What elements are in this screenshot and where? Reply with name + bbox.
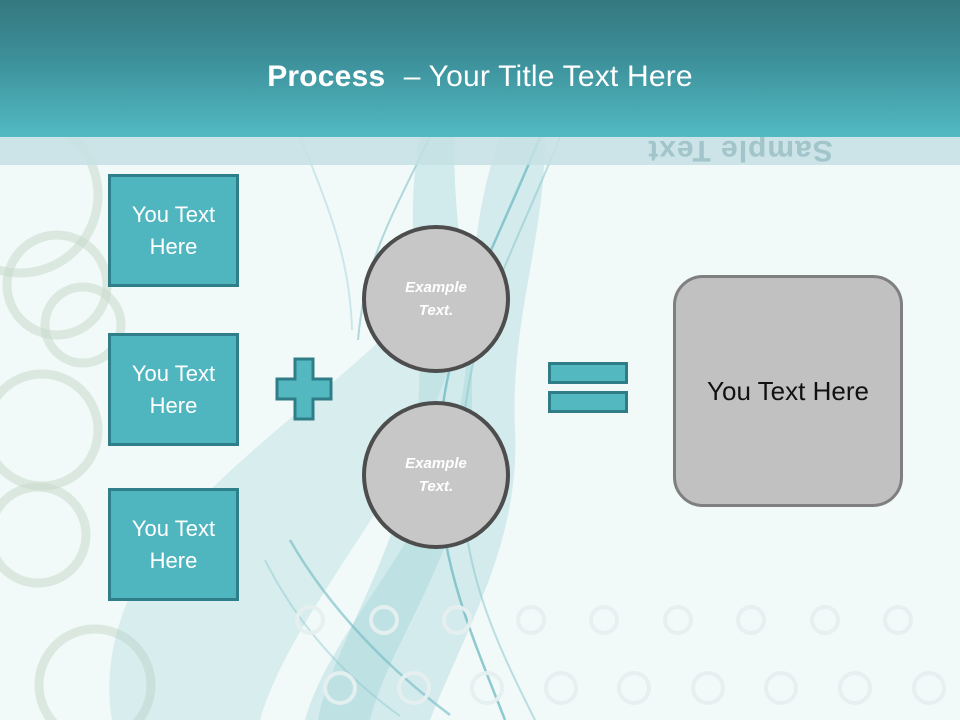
sage-circles-decoration	[0, 112, 156, 720]
input-box-1[interactable]: You Text Here	[108, 174, 239, 287]
example-circle-2[interactable]: Example Text.	[362, 401, 510, 549]
input-box-3[interactable]: You Text Here	[108, 488, 239, 601]
title-keyword: Process	[267, 59, 386, 93]
input-box-2-label: You Text Here	[131, 360, 216, 418]
input-box-3-label: You Text Here	[131, 515, 216, 573]
reflection-text: Sample Text	[647, 134, 833, 167]
slide-header: Process – Your Title Text Here	[0, 0, 960, 137]
input-box-1-label: You Text Here	[131, 201, 216, 259]
result-box-label: You Text Here	[707, 375, 869, 406]
input-box-2[interactable]: You Text Here	[108, 333, 239, 446]
example-circle-1-label: Example Text.	[405, 279, 467, 319]
ring-rows-decoration	[295, 605, 946, 705]
title-subtitle: – Your Title Text Here	[403, 59, 693, 93]
plus-icon	[275, 357, 333, 421]
header-reflection-band	[0, 137, 960, 165]
equals-icon	[548, 391, 628, 413]
example-circle-1[interactable]: Example Text.	[362, 225, 510, 373]
example-circle-2-label: Example Text.	[405, 455, 467, 495]
result-box[interactable]: You Text Here	[673, 275, 903, 507]
equals-icon	[548, 362, 628, 384]
page-title[interactable]: Process – Your Title Text Here	[267, 44, 693, 94]
